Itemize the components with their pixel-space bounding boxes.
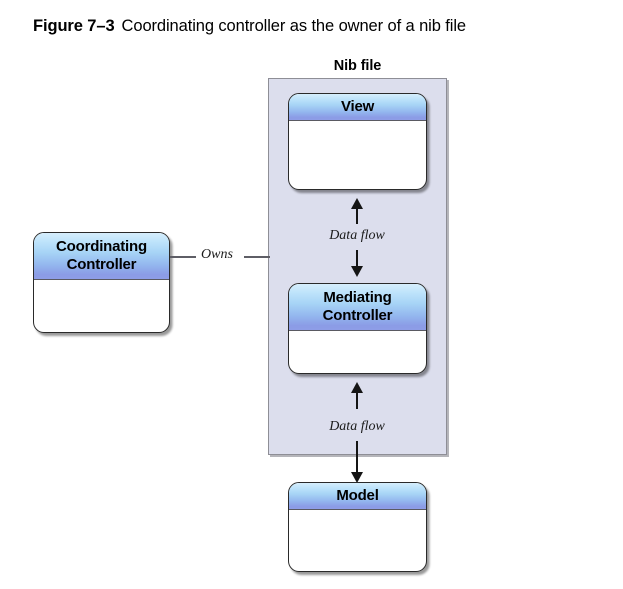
data-flow-upper-arrowhead-up: [351, 198, 363, 209]
figure-number: Figure 7–3: [33, 17, 115, 35]
node-mediating-controller-title-line2: Controller: [322, 306, 393, 324]
node-mediating-controller-header: Mediating Controller: [289, 284, 426, 331]
figure-title: Coordinating controller as the owner of …: [121, 17, 467, 35]
node-model-header: Model: [289, 483, 426, 510]
data-flow-lower-line-down: [356, 441, 358, 474]
node-mediating-controller-title-line1: Mediating: [323, 288, 392, 306]
node-coordinating-controller[interactable]: Coordinating Controller: [33, 232, 170, 333]
figure-caption: Figure 7–3 Coordinating controller as the…: [33, 16, 613, 36]
node-view-title: View: [340, 97, 375, 115]
node-coordinating-controller-title-line1: Coordinating: [56, 237, 147, 255]
owns-line-right: [244, 256, 270, 258]
node-view[interactable]: View: [288, 93, 427, 190]
node-coordinating-controller-title-line2: Controller: [66, 255, 137, 273]
data-flow-upper-line-up: [356, 207, 358, 224]
data-flow-upper-arrowhead-down: [351, 266, 363, 277]
owns-label: Owns: [196, 247, 238, 263]
node-mediating-controller[interactable]: Mediating Controller: [288, 283, 427, 374]
data-flow-lower-arrowhead-up: [351, 382, 363, 393]
node-view-header: View: [289, 94, 426, 121]
data-flow-lower-line-up: [356, 391, 358, 409]
node-model-title: Model: [336, 486, 379, 504]
node-coordinating-controller-header: Coordinating Controller: [34, 233, 169, 280]
data-flow-upper-label: Data flow: [329, 228, 385, 243]
nib-file-label: Nib file: [333, 58, 382, 74]
data-flow-lower-arrowhead-down: [351, 472, 363, 483]
owns-line-left: [170, 256, 196, 258]
data-flow-lower-label: Data flow: [329, 419, 385, 434]
data-flow-upper-line-down: [356, 250, 358, 267]
node-model[interactable]: Model: [288, 482, 427, 572]
